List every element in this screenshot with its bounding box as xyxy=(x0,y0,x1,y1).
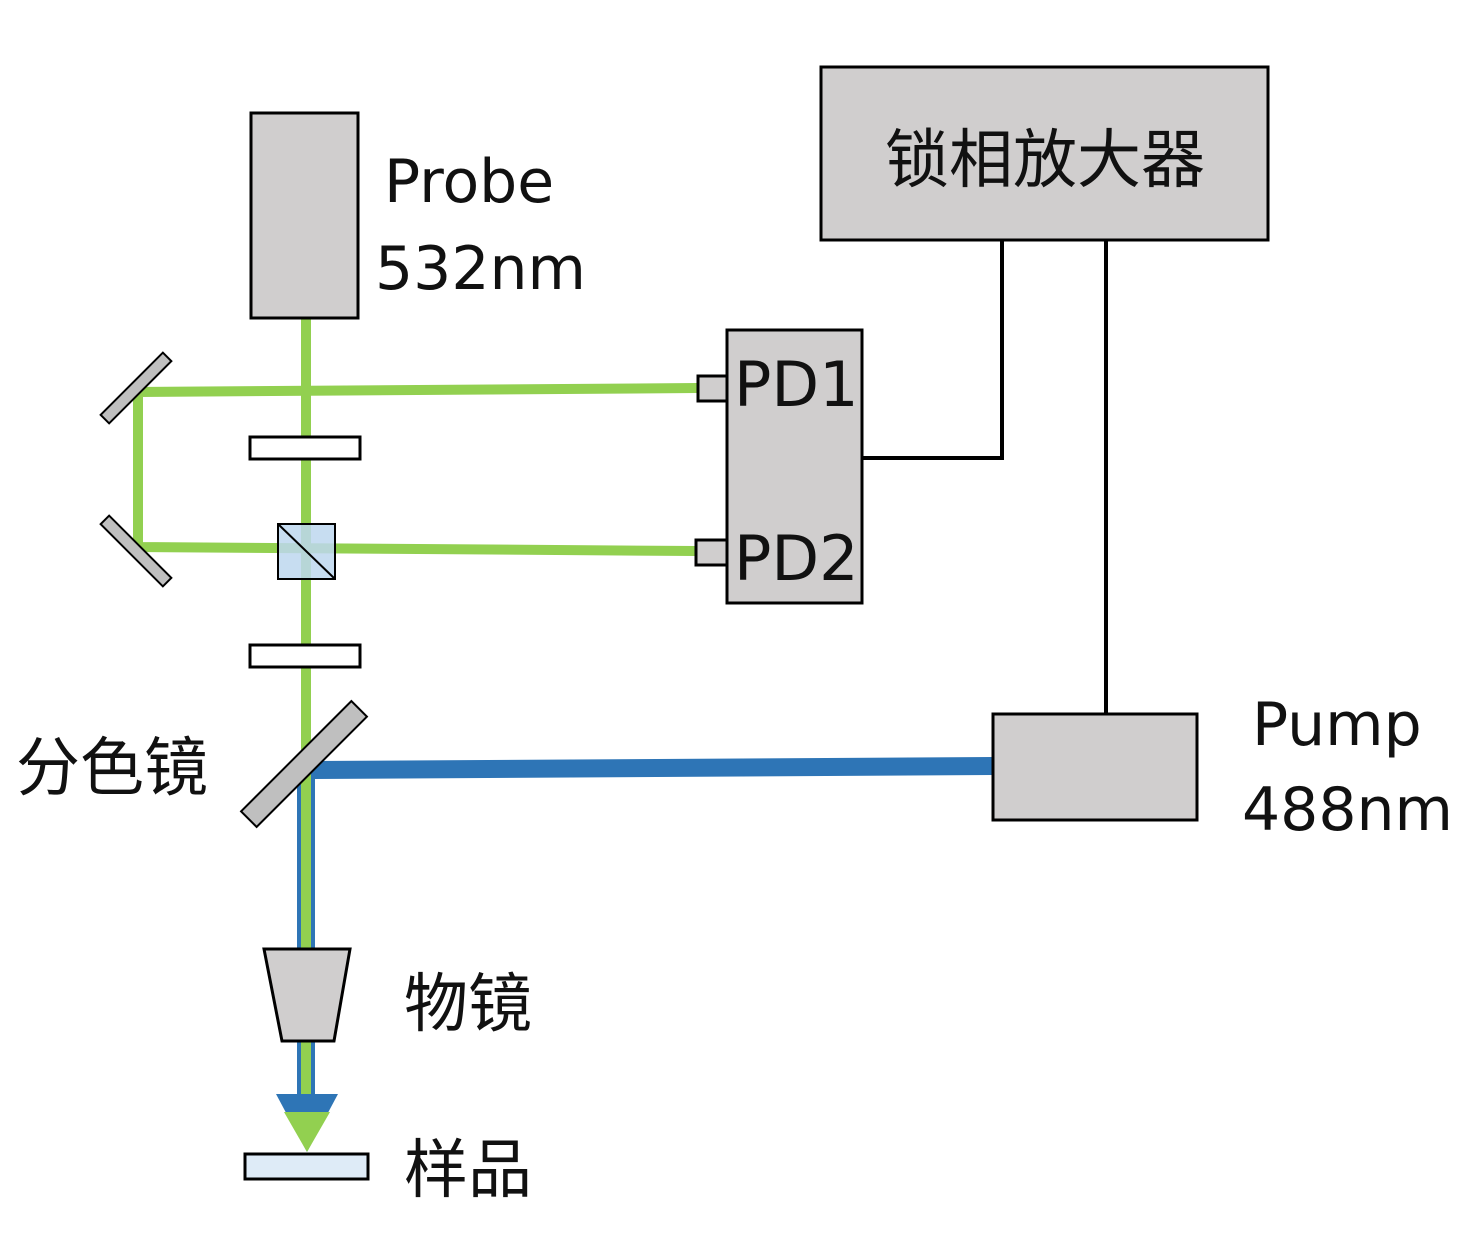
upper-turning-mirror xyxy=(99,351,173,425)
wire-pd-to-lockin xyxy=(862,240,1004,460)
objective-lens xyxy=(262,947,352,1043)
probe-wavelength-label: 532nm xyxy=(375,234,586,304)
sample-slide xyxy=(243,1152,370,1181)
lower-turning-mirror xyxy=(99,514,173,588)
photodetector-box xyxy=(725,328,864,605)
dichroic-mirror-element xyxy=(239,699,369,829)
photodetector-unit xyxy=(694,328,864,605)
turning-mirrors xyxy=(99,351,173,588)
pump-wavelength-label: 488nm xyxy=(1242,775,1453,845)
probe-beam-reference-loop xyxy=(133,383,699,556)
lower-wave-plate xyxy=(248,643,362,669)
dichroic-mirror-label: 分色镜 xyxy=(16,732,208,806)
pump-laser-box xyxy=(991,712,1199,822)
beam-splitter-diagonal xyxy=(277,523,336,580)
pump-name-label: Pump xyxy=(1252,690,1422,760)
pd1-label: PD1 xyxy=(734,348,859,421)
upper-wave-plate xyxy=(248,435,362,461)
probe-name-label: Probe xyxy=(384,147,554,217)
pump-beam-horizontal xyxy=(313,757,994,779)
lock-in-amplifier-box xyxy=(819,65,1270,242)
beam-splitter-cube xyxy=(277,523,336,580)
pump-beam xyxy=(297,757,994,1100)
objective-label: 物镜 xyxy=(404,968,532,1042)
signal-wires xyxy=(862,240,1108,714)
wave-plates xyxy=(248,435,362,669)
focus-arrow xyxy=(276,1094,338,1152)
probe-laser-box xyxy=(249,111,360,320)
probe-focus-arrowhead xyxy=(284,1112,330,1152)
lock-in-amplifier-label: 锁相放大器 xyxy=(885,124,1205,198)
sample-label: 样品 xyxy=(404,1134,532,1208)
pd2-label: PD2 xyxy=(734,522,859,595)
pd1-aperture xyxy=(696,374,729,403)
pd2-aperture xyxy=(694,538,729,567)
